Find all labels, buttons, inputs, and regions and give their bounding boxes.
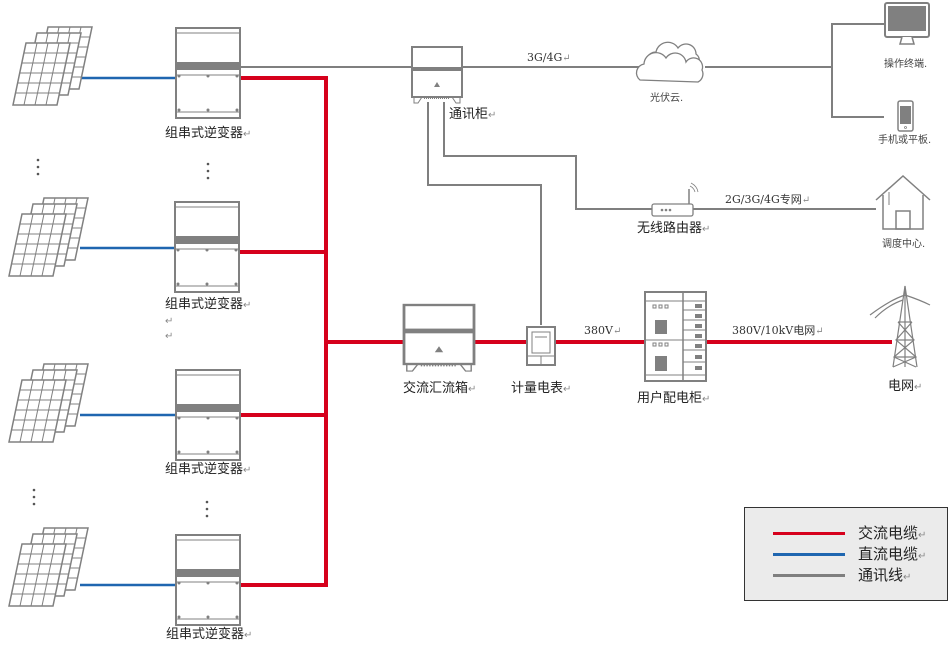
inverter-label: 组串式逆变器↵ [165,462,252,477]
inverter-label: 组串式逆变器↵ [165,126,252,141]
comm-line [443,102,652,210]
low-voltage-label: 380V↵ [584,324,622,337]
dc-cables [80,76,176,587]
legend: 交流电缆↵ 直流电缆↵ 通讯线↵ [744,507,948,601]
comm-lines [240,23,884,325]
comm-cabinet-label: 通讯柜↵ [449,107,497,122]
terminal-label: 操作终端. [884,59,928,70]
monitor-icon [884,2,930,45]
private-network-label: 2G/3G/4G专网↵ [725,193,811,206]
string-inverter-icon [175,534,241,626]
dc-cable-swatch [773,553,845,556]
pv-panel-stack [9,364,88,442]
legend-item-dc: 直流电缆↵ [745,544,947,564]
router-label: 无线路由器↵ [637,221,711,236]
string-inverter-icon [175,369,241,461]
pv-panel-stack [13,27,92,105]
inverter-label: 组串式逆变器↵ [165,297,252,312]
ac-combiner-label: 交流汇流箱↵ [403,381,477,396]
dispatch-center-label: 调度中心. [882,239,926,250]
string-inverter-icon [175,27,241,119]
meter-icon [526,326,556,366]
comm-line [831,23,884,118]
comm-line-swatch [773,574,845,577]
legend-label: 直流电缆↵ [858,545,927,563]
phone-icon [897,100,914,132]
string-inverter-icon [174,201,240,293]
inverter-label: 组串式逆变器↵ [166,627,253,642]
mobile-label: 手机或平板. [878,135,932,146]
ac-cables [240,76,892,587]
legend-label: 交流电缆↵ [858,524,927,542]
legend-item-comm: 通讯线↵ [745,565,947,585]
distribution-cabinet-label: 用户配电柜↵ [637,391,711,406]
dispatch-center-icon [875,174,931,230]
ac-cable [240,76,328,587]
legend-item-ac: 交流电缆↵ [745,523,947,543]
cloud-label: 光伏云. [650,93,684,104]
grid-label: 电网↵ [888,379,923,394]
transmission-tower-icon [869,285,931,368]
ac-cable-swatch [773,532,845,535]
legend-label: 通讯线↵ [858,566,912,584]
comm-line [427,102,542,325]
cloud-icon [635,41,704,83]
cloud-link-label: 3G/4G↵ [527,51,571,64]
distribution-cabinet-icon [644,291,707,382]
router-icon [651,182,699,217]
pv-panel-stack [9,198,88,276]
grid-link-label: 380V/10kV电网↵ [732,324,824,337]
ac-combiner-icon [402,303,476,373]
paragraph-mark: ↵ [165,331,174,342]
ellipsis-dots [32,158,210,518]
paragraph-mark: ↵ [165,316,174,327]
pv-panel-stack [9,528,88,606]
comm-cabinet-icon [411,46,463,104]
meter-label: 计量电表↵ [511,381,572,396]
